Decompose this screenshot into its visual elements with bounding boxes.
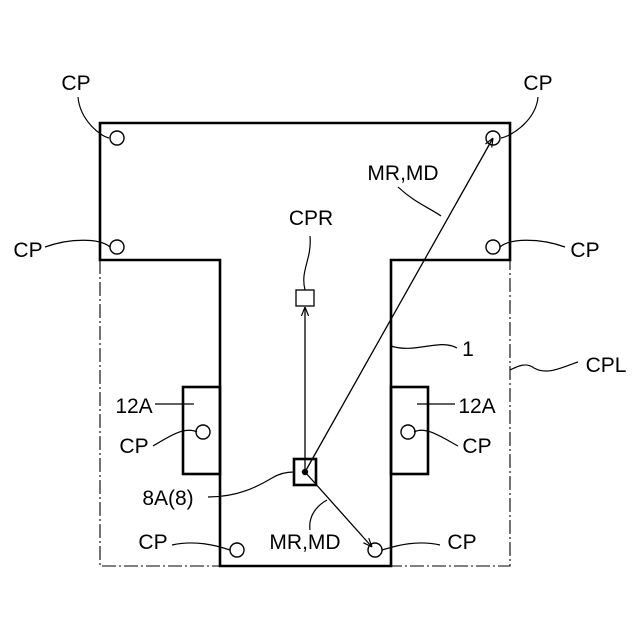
contact-point-mid-right [486, 240, 500, 254]
contact-point-bottom-left [230, 543, 244, 557]
label-12a-left: 12A [115, 395, 152, 418]
leader-cp-top-right [501, 97, 538, 138]
leader-cpl [510, 362, 578, 371]
leader-part-1 [391, 345, 457, 349]
leader-cp-pad-right [414, 430, 458, 446]
reference-point-cpr [296, 290, 314, 306]
leader-cpr [304, 236, 310, 290]
leader-mr-md-bottom [310, 500, 327, 530]
label-8a: 8A(8) [142, 487, 193, 510]
label-cpr: CPR [289, 207, 333, 230]
label-mr-md-top: MR,MD [367, 162, 438, 185]
contact-point-top-left [110, 131, 124, 145]
label-cp-bottom-right: CP [447, 531, 476, 554]
label-cpl: CPL [586, 354, 627, 377]
label-cp-top-right: CP [523, 72, 552, 95]
leader-cp-pad-left [153, 430, 197, 446]
label-mr-md-bottom: MR,MD [269, 531, 340, 554]
label-cp-bottom-left: CP [138, 531, 167, 554]
label-cp-top-left: CP [61, 72, 90, 95]
leader-mr-md-top [398, 187, 441, 216]
label-part-1: 1 [462, 338, 474, 361]
label-cp-pad-left: CP [119, 435, 148, 458]
contact-point-pad-left [196, 425, 210, 439]
contact-point-pad-right [401, 425, 415, 439]
leader-cp-top-left [78, 97, 109, 138]
label-cp-pad-right: CP [462, 435, 491, 458]
contact-point-mid-left [110, 240, 124, 254]
label-12a-right: 12A [458, 395, 495, 418]
label-cp-mid-left: CP [13, 239, 42, 262]
label-cp-mid-right: CP [570, 239, 599, 262]
